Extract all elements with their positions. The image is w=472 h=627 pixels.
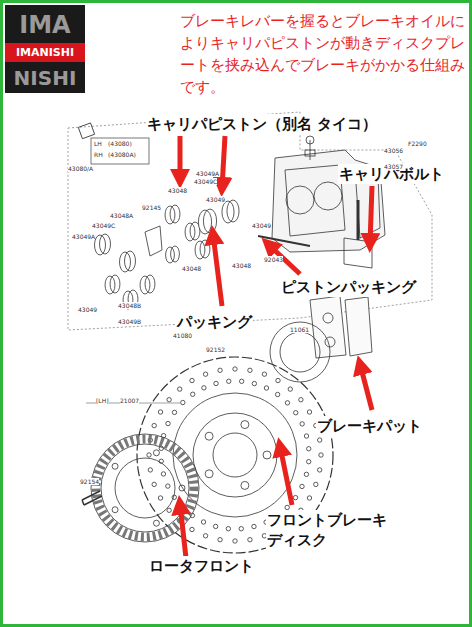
part-number: 11061 xyxy=(290,326,309,333)
part-number: 41080 xyxy=(173,332,192,339)
part-number: 43048 xyxy=(232,262,251,269)
part-number: (43080) xyxy=(108,140,132,147)
part-number: 92154 xyxy=(80,478,99,485)
part-number: 21007 xyxy=(120,397,139,404)
logo-text: IMA xyxy=(5,11,85,39)
part-number: 43049 xyxy=(206,196,225,203)
part-number: F2290 xyxy=(408,140,427,147)
callout-label: フロントブレーキ ディスク xyxy=(266,510,378,550)
logo-text: NISHI xyxy=(5,66,85,90)
part-number: 43056 xyxy=(384,147,403,154)
part-number: 43048 xyxy=(168,187,187,194)
callout-label: ロータフロント xyxy=(148,556,255,576)
part-number: 43049A xyxy=(72,233,95,240)
part-number: 43049A xyxy=(196,170,219,177)
part-number: 43057 xyxy=(384,163,403,170)
explanation-title: ブレーキレバーを握るとブレーキオイルによりキャリパピストンが動きディスクプレート… xyxy=(180,10,466,98)
callout-label: ピストンパッキング xyxy=(280,277,417,297)
part-number: 43048 xyxy=(182,265,201,272)
part-number: 43049 xyxy=(78,306,97,313)
callout-label: ブレーキパット xyxy=(316,416,423,436)
callout-label: キャリパピストン（別名 タイコ） xyxy=(146,114,378,134)
part-number: 92043 xyxy=(264,256,283,263)
part-number: 43080/A xyxy=(68,165,93,172)
part-number: 43048B xyxy=(118,302,141,309)
logo-box: IMA IMANISHI NISHI xyxy=(5,5,85,93)
callout-label: パッキング xyxy=(176,312,253,332)
part-number: 92152 xyxy=(206,346,225,353)
part-number: 92145 xyxy=(142,204,161,211)
part-number: 43049B xyxy=(118,318,141,325)
part-number: 43049C xyxy=(194,178,217,185)
part-number: LH xyxy=(94,140,102,147)
part-number: 43049 xyxy=(252,222,271,229)
part-number: 43049C xyxy=(92,222,115,229)
part-number: RH xyxy=(94,151,103,158)
logo-text: IMANISHI xyxy=(5,43,85,62)
part-number: (43080A) xyxy=(108,151,136,158)
part-number: [LH] xyxy=(96,397,109,404)
part-number: 43048A xyxy=(110,212,133,219)
